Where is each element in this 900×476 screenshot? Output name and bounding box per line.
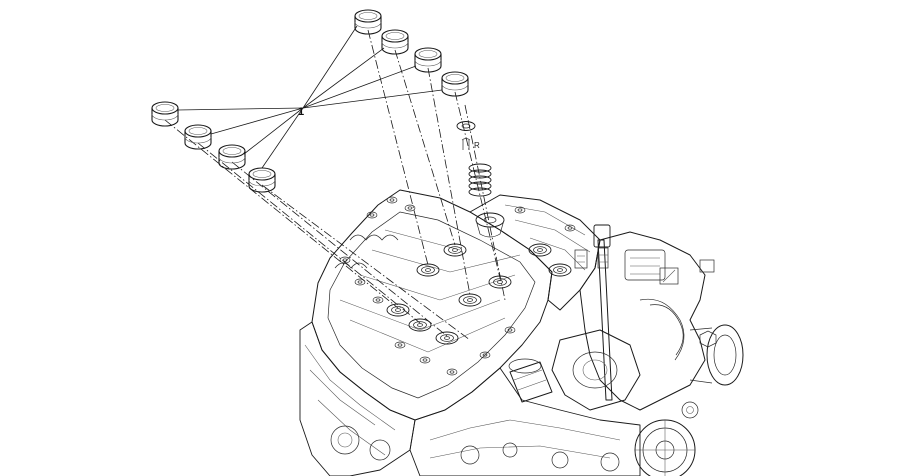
tappet-group-top [354, 9, 469, 97]
tappet-group-left [151, 101, 276, 193]
spring-label: R [474, 141, 480, 150]
tappet [218, 144, 246, 170]
tappet [248, 167, 276, 193]
engine-block [299, 189, 744, 476]
alignment-center-lines [164, 29, 506, 341]
callout-number: 1 [298, 106, 304, 118]
valve-spring-assembly: R [456, 121, 505, 238]
tappet [151, 101, 179, 127]
tappet [184, 124, 212, 150]
callout-leaders [177, 25, 443, 169]
